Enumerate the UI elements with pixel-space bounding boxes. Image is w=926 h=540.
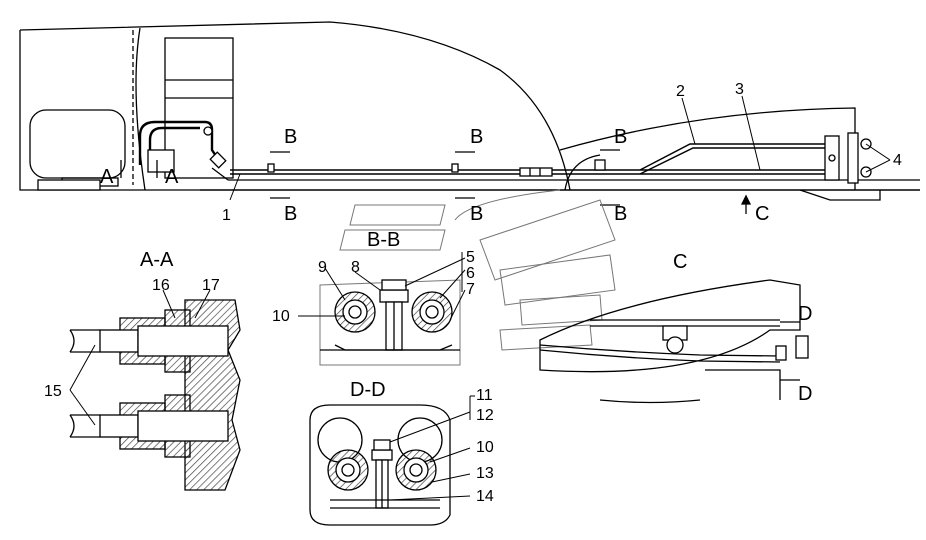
callout-13: 13 xyxy=(476,465,494,482)
callout-2: 2 xyxy=(676,83,685,100)
section-aa-detail xyxy=(69,299,241,491)
leader-lines-bb xyxy=(298,252,466,321)
callout-12: 12 xyxy=(476,407,494,424)
leader-lines-main xyxy=(229,95,891,201)
callout-8: 8 xyxy=(351,259,360,276)
view-c-detail xyxy=(539,279,809,404)
callout-4: 4 xyxy=(893,152,902,169)
title-section-dd: D-D xyxy=(350,379,386,401)
marker-b-2-top: B xyxy=(470,126,483,148)
marker-d-top: D xyxy=(798,303,812,325)
callout-17: 17 xyxy=(202,277,220,294)
marker-c: C xyxy=(755,203,769,225)
callout-11: 11 xyxy=(476,387,493,404)
callout-7: 7 xyxy=(466,281,475,298)
leader-lines-aa xyxy=(69,289,211,426)
callout-6: 6 xyxy=(466,265,475,282)
marker-b-1-bottom: B xyxy=(284,203,297,225)
marker-a-right: A xyxy=(165,166,179,188)
marker-b-2-bottom: B xyxy=(470,203,483,225)
leader-lines-dd xyxy=(389,395,475,501)
section-bb-detail xyxy=(320,279,460,351)
callout-10-bb: 10 xyxy=(272,308,290,325)
callout-10-dd: 10 xyxy=(476,439,494,456)
marker-b-1-top: B xyxy=(284,126,297,148)
callout-14: 14 xyxy=(476,488,494,505)
section-dd-detail xyxy=(309,404,451,526)
title-section-aa: A-A xyxy=(140,249,174,271)
marker-b-3-bottom: B xyxy=(614,203,627,225)
marker-a-left: A xyxy=(100,166,114,188)
callout-9: 9 xyxy=(318,259,327,276)
main-view xyxy=(19,21,920,201)
title-view-c: C xyxy=(673,251,687,273)
callout-15: 15 xyxy=(44,383,62,400)
callout-1: 1 xyxy=(222,207,231,224)
callout-5: 5 xyxy=(466,249,475,266)
title-section-bb: B-B xyxy=(367,229,400,251)
section-markers xyxy=(120,149,752,214)
callout-16: 16 xyxy=(152,277,170,294)
marker-d-bottom: D xyxy=(798,383,812,405)
marker-b-3-top: B xyxy=(614,126,627,148)
callout-3: 3 xyxy=(735,81,744,98)
bb-background-plates xyxy=(319,189,616,366)
